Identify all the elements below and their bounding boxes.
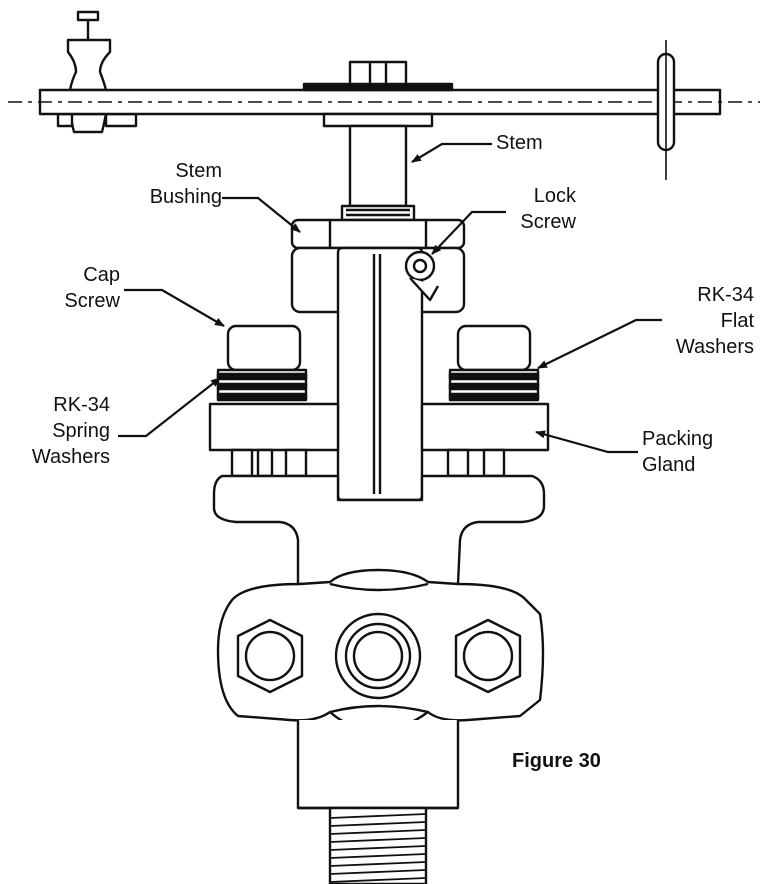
- leader-spring-washers: [118, 377, 221, 438]
- label-stem-bushing: Stem Bushing: [134, 158, 222, 210]
- label-stem-bushing-line1: Stem: [175, 160, 222, 182]
- leader-stem-bushing: [222, 196, 301, 233]
- label-spring-washers: RK-34 Spring Washers: [18, 392, 110, 470]
- stem: [340, 124, 416, 222]
- label-lock-screw: Lock Screw: [504, 183, 576, 235]
- figure-caption: Figure 30: [512, 750, 601, 772]
- spring-washers-right: [448, 368, 540, 402]
- cap-screw-right: [456, 324, 532, 372]
- bonnet: [212, 474, 546, 586]
- label-lock-screw-line1: Lock: [533, 185, 576, 207]
- label-stem: Stem: [496, 132, 543, 154]
- label-flat-washers-line3: Washers: [675, 336, 754, 358]
- label-stem-bushing-line2: Bushing: [149, 186, 222, 208]
- center-nut: [334, 612, 422, 700]
- leader-lines: [118, 142, 662, 454]
- left-hex-bolt: [236, 618, 304, 694]
- label-packing-gland: Packing Gland: [642, 426, 713, 478]
- spring-washers-left: [216, 368, 308, 402]
- threaded-end: [328, 806, 428, 884]
- leader-stem: [411, 142, 492, 163]
- yoke-column: [336, 246, 424, 502]
- leader-cap-screw: [124, 288, 225, 327]
- label-lock-screw-line2: Screw: [520, 211, 576, 233]
- handle-bar: [8, 88, 760, 116]
- label-packing-gland-line2: Gland: [642, 454, 696, 476]
- leader-packing-gland: [535, 430, 638, 454]
- stem-nut: [302, 60, 454, 128]
- label-spring-washers-line1: RK-34: [53, 394, 110, 416]
- lock-screw: [404, 250, 440, 302]
- right-hex-bolt: [454, 618, 522, 694]
- right-handle-pin: [656, 40, 676, 180]
- label-cap-screw-line2: Screw: [64, 290, 120, 312]
- label-flat-washers-line1: RK-34: [697, 284, 754, 306]
- label-cap-screw: Cap Screw: [46, 262, 120, 314]
- label-cap-screw-line1: Cap: [83, 264, 120, 286]
- lower-body: [296, 720, 460, 810]
- label-spring-washers-line3: Washers: [31, 446, 110, 468]
- cap-screw-left: [226, 324, 302, 372]
- leader-flat-washers: [537, 318, 662, 369]
- label-flat-washers-line2: Flat: [720, 310, 754, 332]
- label-spring-washers-line2: Spring: [52, 420, 110, 442]
- label-packing-gland-line1: Packing: [642, 428, 714, 450]
- leader-lock-screw: [431, 210, 506, 255]
- label-flat-washers: RK-34 Flat Washers: [664, 282, 754, 360]
